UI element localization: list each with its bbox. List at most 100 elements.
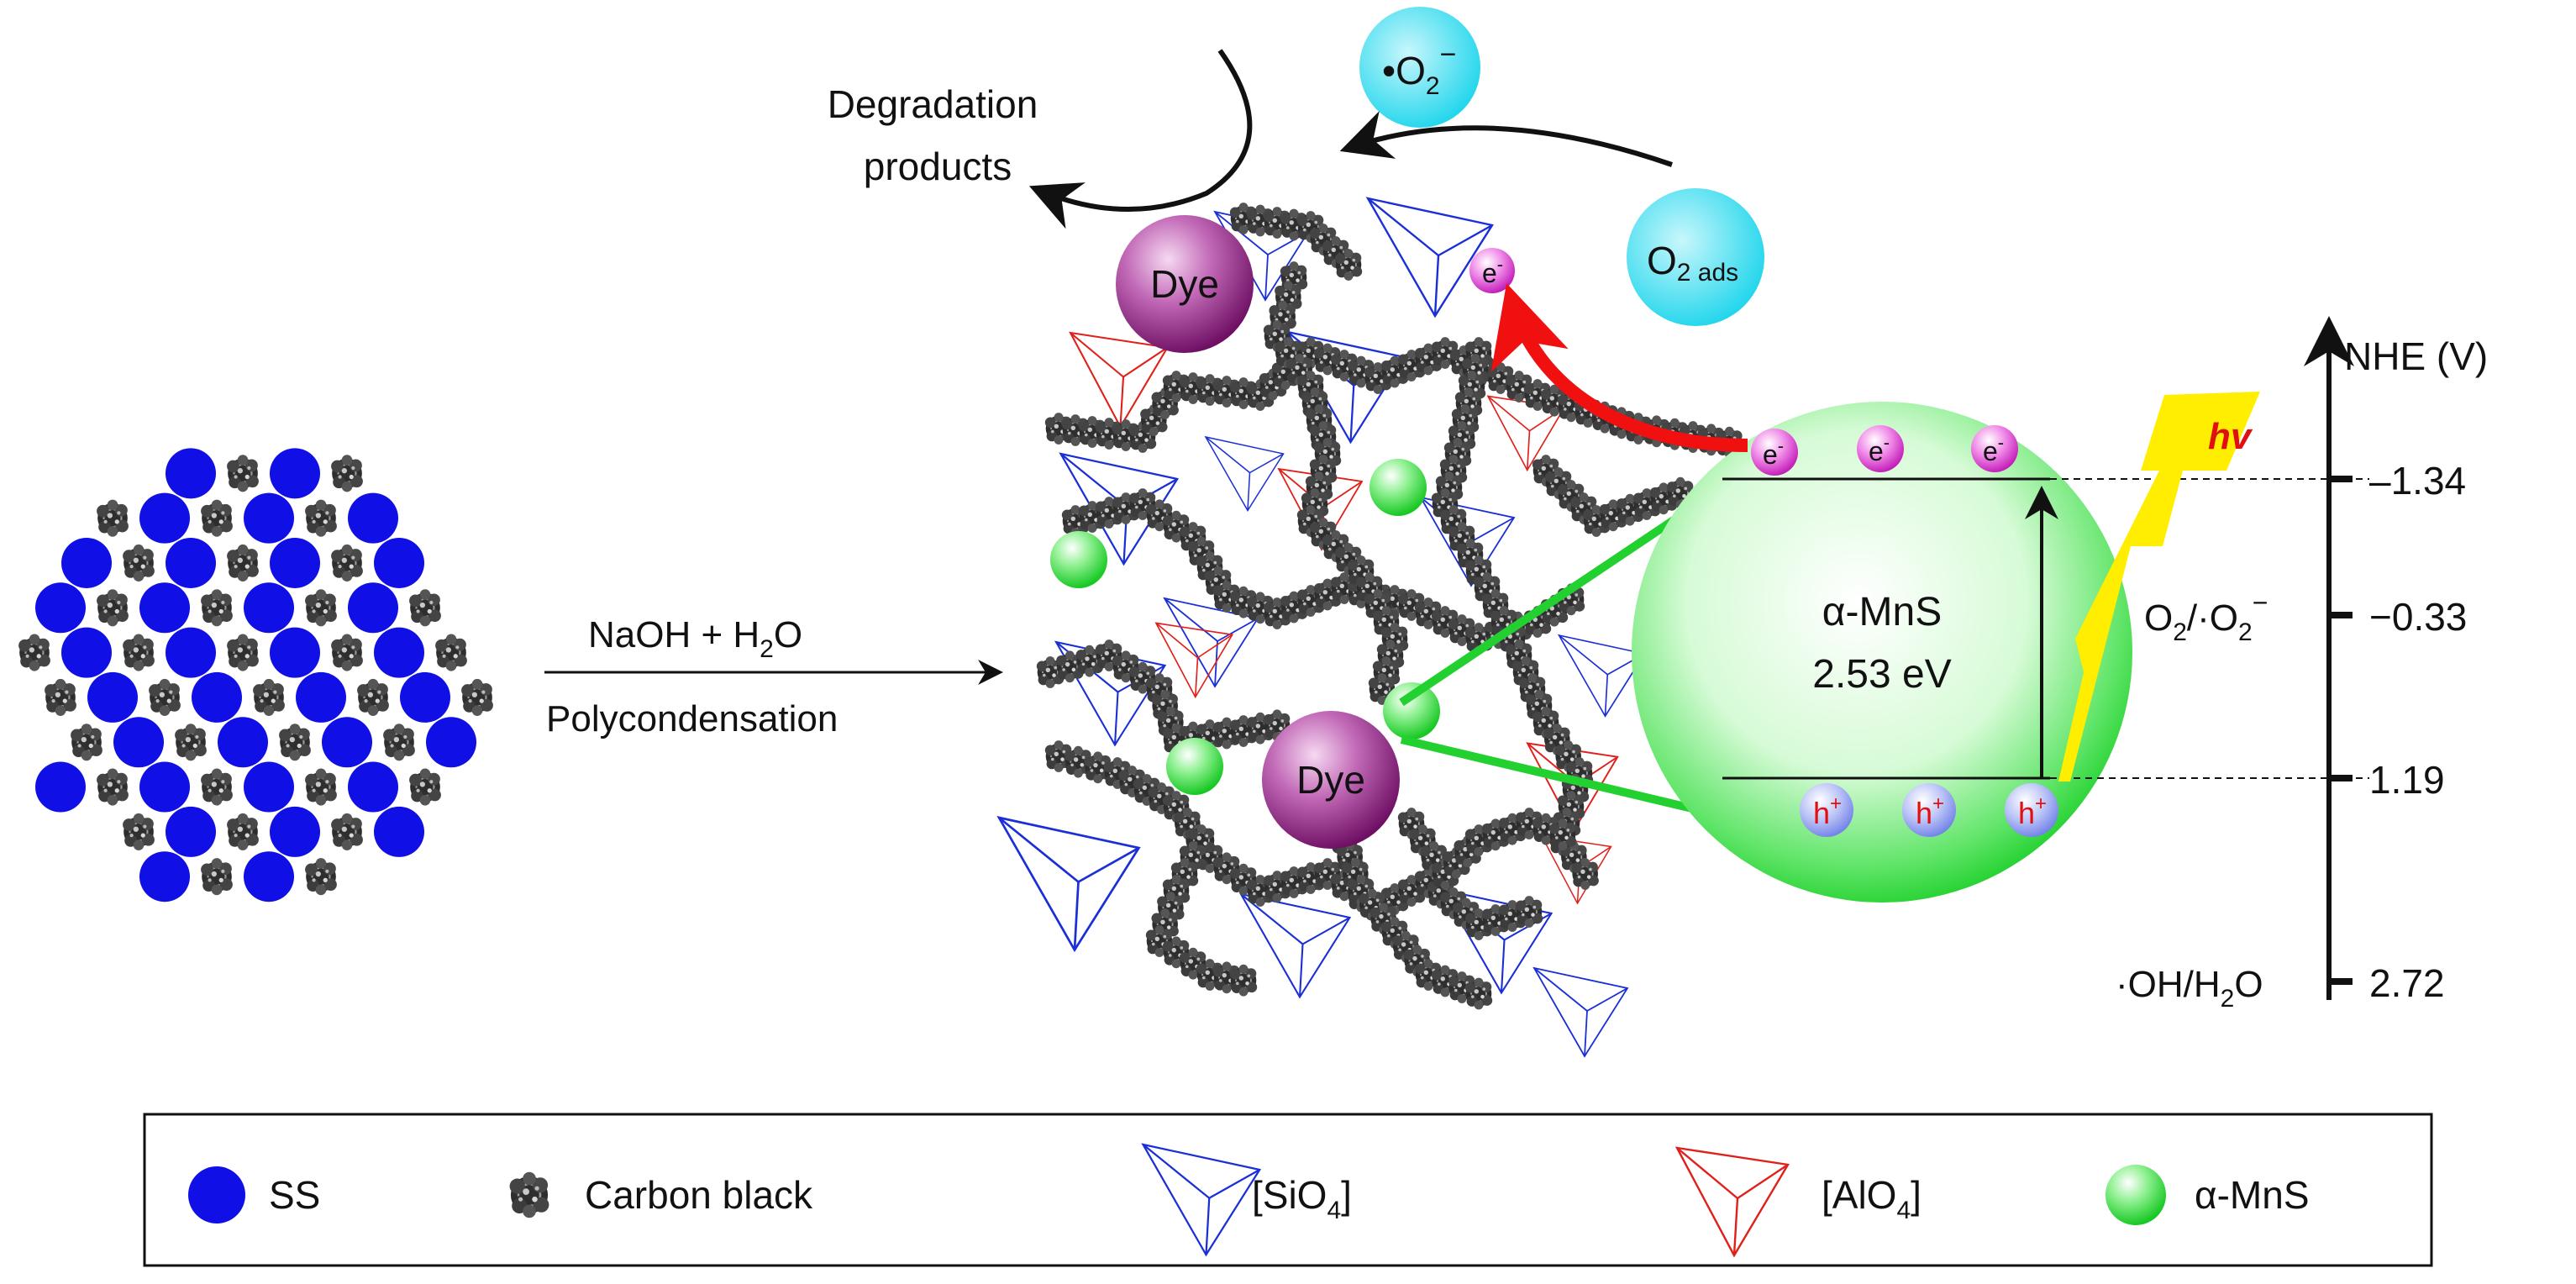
ss-particle [35,761,86,813]
mns-particle [1383,682,1440,739]
hole: h+ [1902,783,1956,837]
carbon-black-particle [330,812,364,851]
ss-particle [35,582,86,634]
redox-label-o2: O2/·O2− [2144,587,2268,646]
legend-item-alo4: [AlO4] [1675,1146,1921,1257]
ss-particle [61,537,112,588]
ss-particle [139,761,190,813]
carbon-black-particle [1464,976,1494,1011]
ss-particle [374,627,424,678]
carbon-black-particle [226,454,260,493]
degradation-label: products [864,145,1012,188]
carbon-black-particle [226,543,260,583]
ss-particle [244,492,294,544]
hole: h+ [1800,783,1853,837]
electron: e- [1971,425,2018,472]
carbon-black-particle [226,633,260,672]
carbon-cluster-icon [508,1171,550,1219]
mns-particle [1166,738,1223,795]
ss-particle [270,627,320,678]
green-sphere-icon [2105,1165,2166,1225]
ss-particle [218,717,268,768]
carbon-black-particle [278,723,312,762]
carbon-black-particle [1514,895,1544,929]
svg-text:•O2−: •O2− [1382,39,1456,100]
carbon-black-particle [200,767,234,807]
ss-particle [374,806,424,857]
ss-particle [348,761,398,813]
photon-label: hv [2208,416,2253,457]
svg-text:[SiO4]: [SiO4] [1252,1173,1352,1224]
svg-text:α-MnS: α-MnS [2195,1173,2310,1217]
ss-particle [348,492,398,544]
carbon-black-particle [122,633,155,672]
carbon-black-particle [408,767,442,807]
sio4-tetrahedron [1205,436,1285,512]
ss-particle [426,717,476,768]
carbon-black-particle [226,812,260,851]
carbon-black-particle [1548,818,1578,852]
carbon-black-particle [122,812,155,851]
superoxide-radical: •O2− [1359,7,1480,128]
svg-text:h+: h+ [1916,792,1944,830]
ss-particle [296,671,346,723]
ss-particle [166,627,216,678]
electron: e- [1469,248,1515,293]
ss-particle [166,806,216,857]
redox-label-oh: ·OH/H2O [2116,964,2263,1013]
electron: e- [1857,425,1904,472]
reagent-label: NaOH + H2O [588,614,802,663]
tick-value: –1.34 [2369,459,2466,503]
dye-molecule: Dye [1116,215,1254,353]
svg-text:O2 ads: O2 ads [1647,239,1738,287]
legend-item-carbon: Carbon black [508,1171,813,1219]
ss-particle [87,671,138,723]
svg-text:SS: SS [269,1173,320,1217]
ss-particle [61,627,112,678]
carbon-black-particle [1570,857,1600,891]
carbon-black-particle [408,588,442,628]
ss-particle [270,806,320,857]
svg-text:e-: e- [1869,432,1890,466]
ss-particle [374,537,424,588]
legend: SS Carbon black [SiO4] [AlO4] α-MnS [143,1113,2433,1267]
carbon-black-particle [252,677,286,718]
carbon-black-particle [96,588,129,628]
svg-text:e-: e- [1983,432,2004,466]
svg-text:[AlO4]: [AlO4] [1822,1173,1921,1224]
legend-item-mns: α-MnS [2105,1165,2310,1225]
svg-text:Dye: Dye [1296,758,1365,802]
tick-value: 1.19 [2369,758,2445,802]
ss-carbon-precursor-cluster [18,448,494,902]
carbon-black-particle [148,677,181,718]
svg-text:e-: e- [1482,254,1503,288]
sio4-tetrahedron [997,816,1140,951]
ss-particle [139,492,190,544]
degradation-arrow [1028,49,1253,229]
band-gap-label: 2.53 eV [1812,652,1951,697]
ss-particle [348,582,398,634]
sio4-tetrahedron [1239,892,1351,998]
svg-text:Dye: Dye [1150,262,1219,306]
ss-particle [270,448,320,499]
ss-particle [166,537,216,588]
legend-item-sio4: [SiO4] [1142,1143,1352,1256]
ss-particle [139,582,190,634]
reduction-arrow [1339,111,1673,167]
ss-particle [244,851,294,902]
ss-particle [113,717,164,768]
ss-particle [322,717,372,768]
ss-particle [400,671,450,723]
axis-title: NHE (V) [2344,334,2488,378]
nhe-axis: NHE (V) –1.34 −0.33 1.19 2.72 O2/·O2− ·O… [2116,316,2488,1013]
legend-item-ss: SS [188,1166,320,1223]
ss-particle [139,851,190,902]
carbon-black-particle [304,588,338,628]
mns-band-structure: α-MnS 2.53 eV e- e- e- h+ h+ [1632,402,2369,902]
ss-particle [192,671,242,723]
sio4-tetrahedron [1366,197,1494,318]
hole: h+ [2005,783,2058,837]
svg-text:Carbon black: Carbon black [585,1173,813,1217]
carbon-black-particle [200,857,234,897]
carbon-black-particle [304,498,338,538]
